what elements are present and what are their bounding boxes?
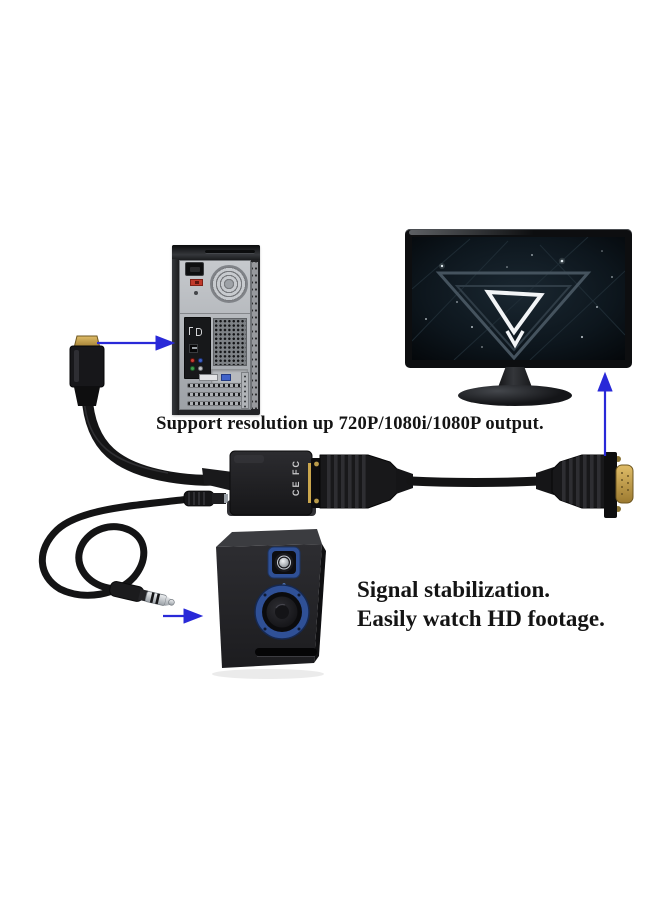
dvi-port [199,374,218,381]
usb-ports [189,344,198,353]
vga-port [221,374,231,381]
io-marking [196,328,202,336]
slot-bracket-rail [241,372,249,409]
tweeter-dome [279,557,289,568]
audio-jack-red [190,358,195,363]
bass-port-slot [255,648,317,656]
caption-signal-line2: Easily watch HD footage. [357,606,605,631]
tower-side-edge [172,259,179,415]
vga-screw [314,498,319,504]
wallpaper-lines [412,237,625,360]
hdmi-cable-strain-relief [202,468,233,491]
audio-jack-gray [198,366,203,371]
speaker [212,529,326,679]
vga-plug-flange-left [311,458,322,508]
vga-dsub-gold [615,464,634,504]
vga-cable [406,476,544,487]
wallpaper-triangle-outer [435,271,592,360]
audio-jack-green [190,366,195,371]
vga-connector-left [319,454,413,509]
screen-wallpaper [412,237,625,360]
audio-jack-blue [198,358,203,363]
vga-plug-flange-right [604,452,617,518]
audio-cable [38,495,194,599]
tower-screw-column [251,262,258,409]
pc-tower [172,245,260,415]
power-inlet [185,262,204,276]
logo-triangle [484,289,545,336]
vga-connector-right [536,452,634,518]
psu-fan-grille [210,265,248,303]
speaker-top-face [216,529,322,547]
woofer-dustcap [275,605,289,619]
hdmi-plug [69,335,105,406]
io-marking [189,327,193,335]
adapter-body: CE FC [227,450,316,516]
monitor-stand-neck [497,367,533,390]
vga-screw [314,461,319,467]
voltage-switch [190,279,203,286]
wallpaper-triangle-inner [454,285,573,352]
audio-plug-into-adapter [183,490,228,507]
caption-signal-line1: Signal stabilization. [357,577,550,602]
caption-resolution: Support resolution up 720P/1080i/1080P o… [156,414,544,434]
logo-chevron [505,330,525,349]
adapter-marking: CE FC [291,459,301,496]
vent-grille [213,318,247,366]
caption-signal: Signal stabilization. Easily watch HD fo… [357,575,605,633]
hdmi-cable [81,390,240,486]
connection-arrows [97,335,613,624]
wallpaper-stars [425,250,613,348]
tower-top-cap [172,245,260,260]
io-panel [184,317,211,379]
monitor-stand-base [458,385,572,406]
monitor-screen [412,237,625,360]
speaker-shadow [212,669,324,679]
audio-jack-plug [109,581,175,606]
woofer-screws [263,593,301,631]
psu-screw [194,291,198,295]
speaker-right-edge [314,544,326,663]
vga-pins [621,472,629,495]
vga-socket-gold [308,463,312,503]
